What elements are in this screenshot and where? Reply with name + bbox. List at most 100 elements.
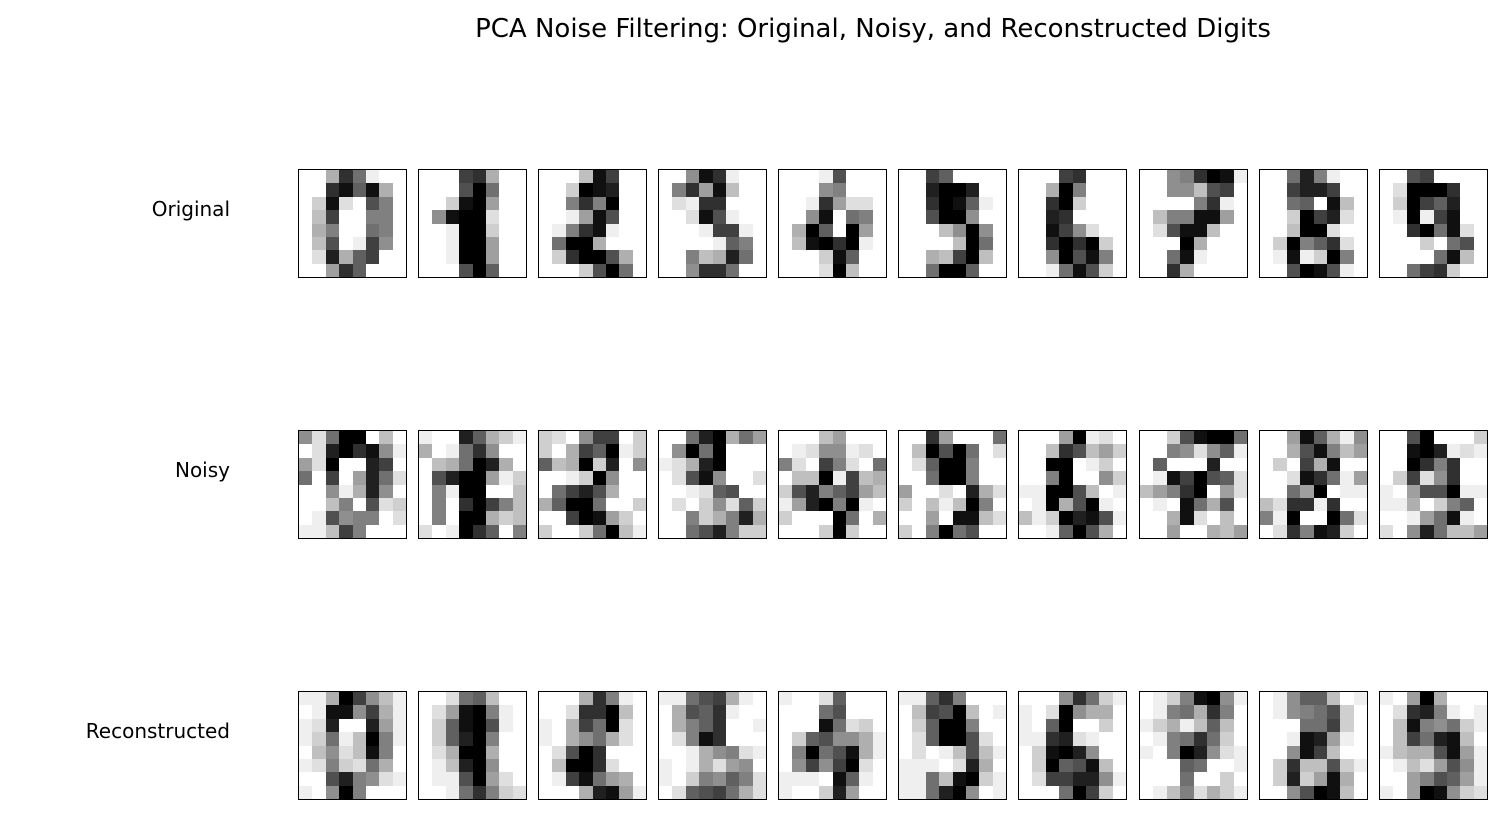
pixel	[992, 484, 1006, 498]
chart-title: PCA Noise Filtering: Original, Noisy, an…	[475, 14, 1271, 44]
pixel	[379, 183, 393, 197]
pixel	[1473, 785, 1487, 799]
pixel	[1406, 732, 1421, 746]
pixel	[872, 772, 886, 786]
pixel	[1393, 484, 1407, 498]
pixel	[965, 236, 980, 251]
pixel	[725, 457, 740, 472]
pixel	[459, 236, 473, 251]
pixel	[1072, 772, 1086, 786]
pixel	[552, 785, 566, 799]
pixel	[725, 785, 740, 799]
pixel	[845, 183, 860, 197]
pixel	[1220, 524, 1234, 538]
pixel	[779, 444, 793, 458]
pixel	[539, 718, 553, 733]
pixel	[1180, 196, 1194, 211]
pixel	[352, 785, 366, 799]
pixel	[485, 511, 500, 525]
pixel	[1019, 732, 1033, 746]
pixel	[312, 250, 326, 264]
pixel	[539, 223, 553, 237]
pixel	[1099, 431, 1113, 445]
pixel	[445, 196, 460, 211]
pixel	[1085, 250, 1100, 264]
pixel	[1473, 758, 1487, 773]
pixel	[992, 170, 1006, 184]
pixel	[832, 223, 846, 237]
pixel	[619, 196, 633, 211]
pixel	[1326, 732, 1341, 746]
pixel	[539, 692, 553, 706]
pixel	[979, 471, 993, 485]
pixel	[579, 471, 593, 485]
pixel	[619, 170, 633, 184]
pixel	[459, 484, 473, 498]
pixel	[1380, 457, 1394, 472]
pixel	[712, 236, 726, 251]
pixel	[1045, 170, 1060, 184]
digit-image-noisy-6	[1018, 430, 1127, 539]
pixel	[445, 250, 460, 264]
pixel	[992, 692, 1006, 706]
pixel	[739, 484, 753, 498]
pixel	[792, 484, 806, 498]
pixel	[1473, 170, 1487, 184]
pixel	[899, 758, 913, 773]
pixel	[699, 170, 713, 184]
pixel	[592, 471, 606, 485]
pixel	[352, 236, 366, 251]
pixel	[325, 758, 340, 773]
pixel	[1193, 718, 1207, 733]
pixel	[805, 223, 820, 237]
pixel	[939, 263, 953, 277]
pixel	[379, 511, 393, 525]
pixel	[1340, 692, 1354, 706]
pixel	[1326, 758, 1341, 773]
pixel	[1326, 785, 1341, 799]
pixel	[832, 692, 846, 706]
pixel	[1112, 484, 1126, 498]
pixel	[605, 457, 620, 472]
pixel	[539, 250, 553, 264]
pixel	[805, 471, 820, 485]
pixel	[685, 236, 700, 251]
pixel	[565, 758, 580, 773]
pixel	[1153, 444, 1167, 458]
pixel	[1085, 718, 1100, 733]
pixel	[565, 718, 580, 733]
pixel	[899, 457, 913, 472]
pixel	[712, 210, 726, 224]
pixel	[459, 263, 473, 277]
pixel	[925, 196, 940, 211]
pixel	[1380, 497, 1394, 512]
pixel	[565, 484, 580, 498]
pixel	[632, 263, 646, 277]
pixel	[872, 524, 886, 538]
pixel	[659, 497, 673, 512]
pixel	[1112, 444, 1126, 458]
pixel	[485, 745, 500, 759]
pixel	[1220, 511, 1234, 525]
pixel	[965, 170, 980, 184]
pixel	[485, 692, 500, 706]
pixel	[1340, 524, 1354, 538]
pixel	[1460, 745, 1474, 759]
pixel	[325, 170, 340, 184]
pixel	[659, 772, 673, 786]
pixel	[365, 484, 380, 498]
pixel	[672, 705, 686, 719]
digit-image-reconstructed-2	[538, 691, 647, 800]
pixel	[992, 772, 1006, 786]
pixel	[1099, 236, 1113, 251]
pixel	[792, 210, 806, 224]
pixel	[1433, 692, 1447, 706]
pixel	[792, 497, 806, 512]
pixel	[672, 785, 686, 799]
pixel	[1032, 772, 1046, 786]
pixel	[699, 196, 713, 211]
pixel	[552, 511, 566, 525]
pixel	[552, 236, 566, 251]
pixel	[1286, 444, 1301, 458]
pixel	[805, 511, 820, 525]
